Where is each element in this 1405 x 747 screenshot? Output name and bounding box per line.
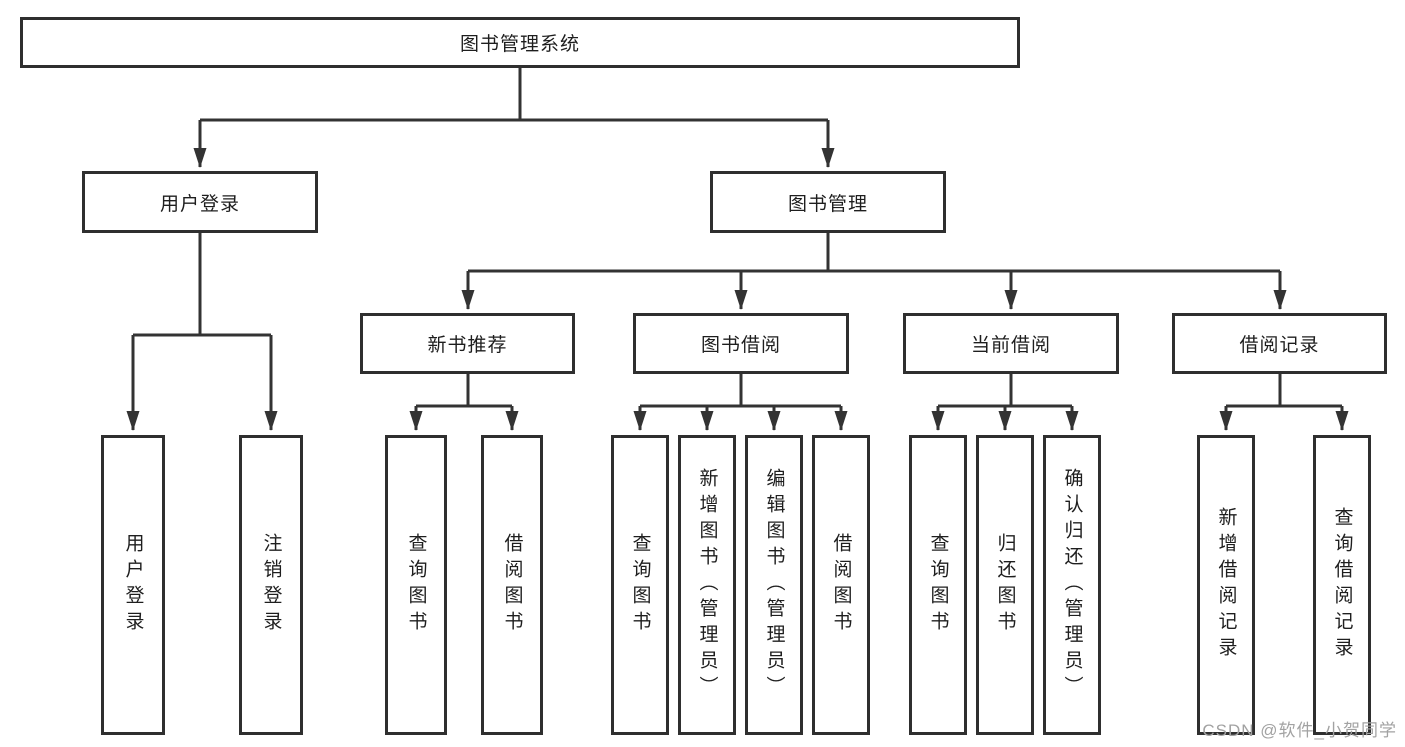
leaf-query-borrow-record: 查询借阅记录 (1313, 435, 1371, 735)
node-borrow-record: 借阅记录 (1172, 313, 1387, 374)
node-user-login: 用户登录 (82, 171, 318, 233)
leaf-user-login: 用户登录 (101, 435, 165, 735)
node-label: 新增图书（管理员） (696, 468, 718, 702)
node-label: 编辑图书（管理员） (763, 468, 785, 702)
node-label: 查询借阅记录 (1331, 507, 1353, 663)
node-label: 查询图书 (927, 533, 949, 637)
node-library-management-system: 图书管理系统 (20, 17, 1020, 68)
node-label: 借阅图书 (830, 533, 852, 637)
leaf-query-book-current: 查询图书 (909, 435, 967, 735)
node-label: 图书管理系统 (459, 34, 580, 55)
leaf-borrow-book: 借阅图书 (812, 435, 870, 735)
leaf-edit-book-admin: 编辑图书（管理员） (745, 435, 803, 735)
node-label: 注销登录 (260, 533, 282, 637)
leaf-query-book-borrow: 查询图书 (611, 435, 669, 735)
node-current-borrow: 当前借阅 (903, 313, 1119, 374)
node-label: 归还图书 (994, 533, 1016, 637)
node-label: 新增借阅记录 (1215, 507, 1237, 663)
leaf-logout: 注销登录 (239, 435, 303, 735)
node-book-management: 图书管理 (710, 171, 946, 233)
node-new-book-recommend: 新书推荐 (360, 313, 575, 374)
leaf-add-borrow-record: 新增借阅记录 (1197, 435, 1255, 735)
node-label: 查询图书 (405, 533, 427, 637)
node-label: 图书管理 (787, 193, 868, 215)
leaf-confirm-return-admin: 确认归还（管理员） (1043, 435, 1101, 735)
node-label: 用户登录 (159, 193, 240, 215)
leaf-query-book-recommend: 查询图书 (385, 435, 447, 735)
connector-group (126, 68, 1349, 431)
csdn-watermark: CSDN @软件_小贺同学 (1202, 721, 1397, 740)
node-label: 借阅记录 (1239, 335, 1320, 356)
node-label: 借阅图书 (501, 533, 523, 637)
node-label: 查询图书 (629, 533, 651, 637)
node-book-borrow: 图书借阅 (633, 313, 849, 374)
leaf-borrow-book-recommend: 借阅图书 (481, 435, 543, 735)
leaf-add-book-admin: 新增图书（管理员） (678, 435, 736, 735)
leaf-return-book: 归还图书 (976, 435, 1034, 735)
node-label: 图书借阅 (700, 335, 781, 356)
node-label: 新书推荐 (427, 335, 508, 356)
node-label: 当前借阅 (970, 335, 1051, 356)
node-label: 确认归还（管理员） (1061, 468, 1083, 702)
node-label: 用户登录 (122, 533, 144, 637)
